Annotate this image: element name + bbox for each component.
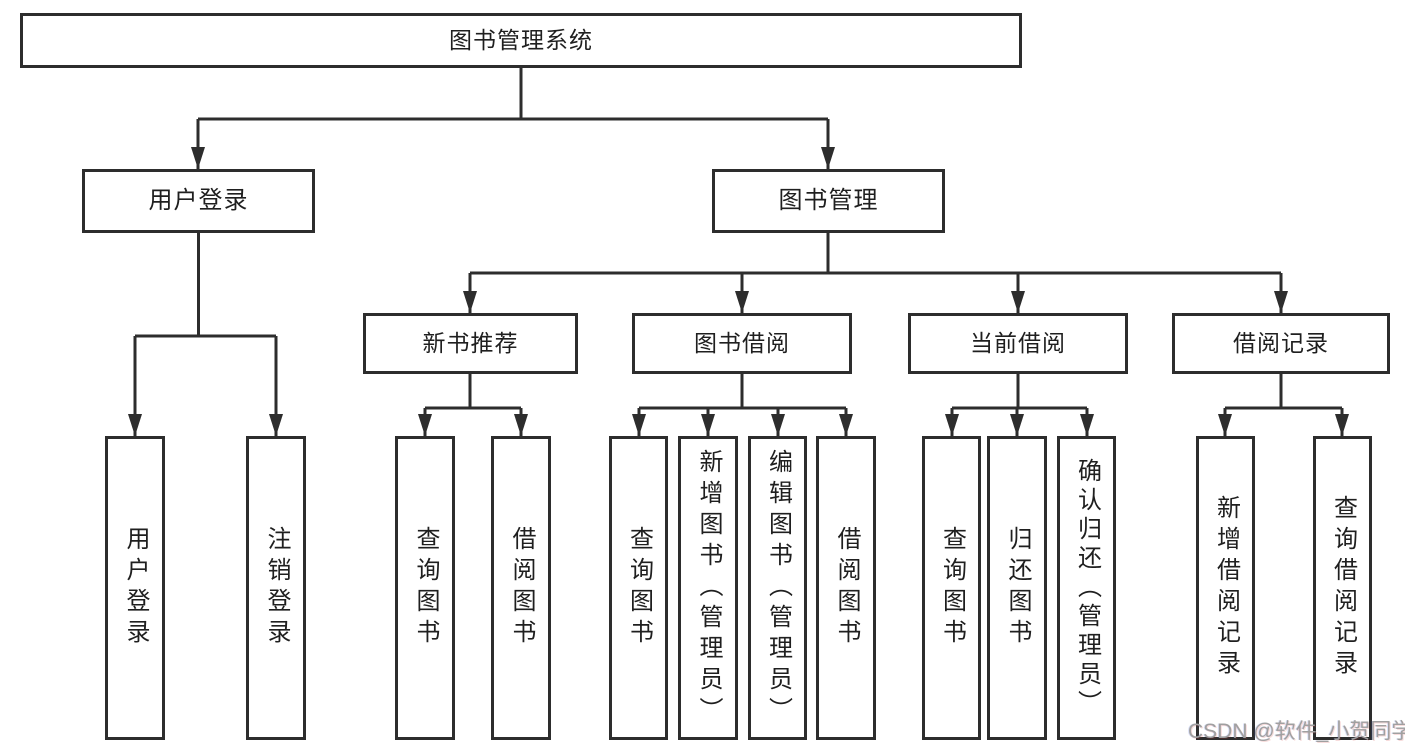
- csdn-watermark: CSDN @软件_小贺同学: [1188, 720, 1405, 743]
- node-user-login: 用户登录: [82, 169, 315, 233]
- leaf-recommend-query-books: 查询图书: [395, 436, 455, 740]
- leaf-borrowing-add-books-admin: 新增图书（管理员）: [678, 436, 738, 740]
- leaf-current-query-books: 查询图书: [922, 436, 981, 740]
- leaf-current-confirm-return-admin: 确认归还（管理员）: [1057, 436, 1116, 740]
- leaf-borrowing-edit-books-admin: 编辑图书（管理员）: [748, 436, 807, 740]
- node-book-management: 图书管理: [712, 169, 945, 233]
- node-book-borrowing: 图书借阅: [632, 313, 852, 374]
- leaf-current-return-books: 归还图书: [987, 436, 1047, 740]
- leaf-user-login: 用户登录: [105, 436, 165, 740]
- node-current-borrowing: 当前借阅: [908, 313, 1128, 374]
- leaf-records-add-borrow-record: 新增借阅记录: [1196, 436, 1255, 740]
- leaf-borrowing-query-books: 查询图书: [609, 436, 668, 740]
- node-borrowing-records: 借阅记录: [1172, 313, 1390, 374]
- leaf-logout: 注销登录: [246, 436, 306, 740]
- node-new-book-recommend: 新书推荐: [363, 313, 578, 374]
- leaf-borrowing-borrow-books: 借阅图书: [816, 436, 876, 740]
- node-root-system: 图书管理系统: [20, 13, 1022, 68]
- leaf-recommend-borrow-books: 借阅图书: [491, 436, 551, 740]
- leaf-records-query-borrow-record: 查询借阅记录: [1313, 436, 1372, 740]
